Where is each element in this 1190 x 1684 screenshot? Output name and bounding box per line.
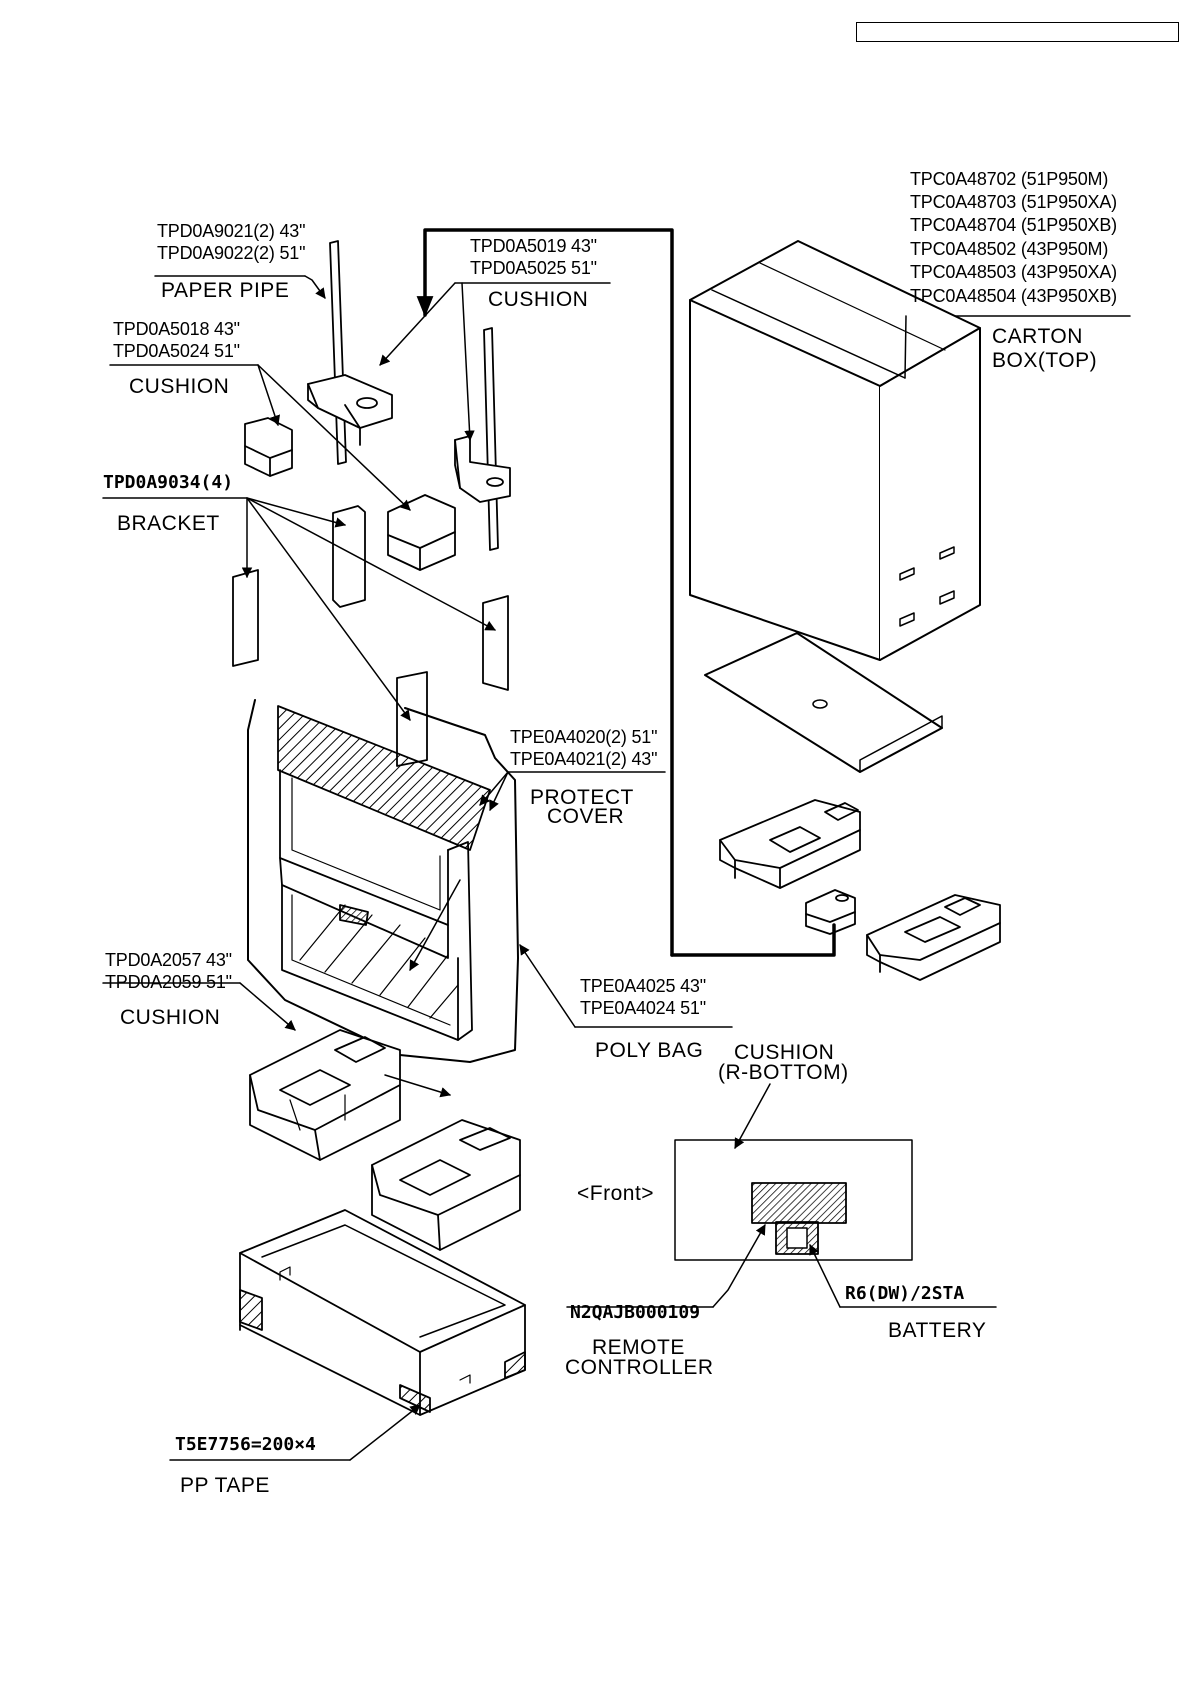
battery-name: BATTERY: [888, 1319, 987, 1342]
cushion-bottom-part-1: TPD0A2057 43": [105, 950, 232, 970]
paper-pipe-part-1: TPD0A9021(2) 43": [157, 221, 306, 241]
cushion-tr-part-1: TPD0A5019 43": [470, 236, 597, 256]
carton-part-6: TPC0A48504 (43P950XB): [910, 286, 1117, 306]
carton-box: [689, 240, 981, 661]
cushion-tr-name: CUSHION: [488, 288, 589, 311]
protect-cover-name-2: COVER: [547, 805, 625, 828]
leader-lines: [239, 275, 907, 1461]
cushion-r-bottom-name-1: CUSHION: [734, 1041, 835, 1064]
cushion-tl-part-1: TPD0A5018 43": [113, 319, 240, 339]
carton-part-1: TPC0A48702 (51P950M): [910, 169, 1109, 189]
bracket-name: BRACKET: [117, 512, 220, 535]
bottom-cushion-1: [249, 1029, 401, 1161]
poly-bag-part-2: TPE0A4024 51": [580, 998, 706, 1018]
label-underlines: [102, 275, 1131, 1461]
corner-cushion-left: [244, 417, 293, 477]
header-box: [856, 22, 1179, 42]
top-pad: [704, 632, 943, 773]
cushion-tl-name: CUSHION: [129, 375, 230, 398]
protect-cover-name-1: PROTECT: [530, 786, 634, 809]
remote-part: N2QAJB000109: [570, 1302, 701, 1323]
carton-part-4: TPC0A48502 (43P950M): [910, 239, 1109, 259]
accessory-inset: [674, 1139, 913, 1261]
carton-name-line2: BOX(TOP): [992, 349, 1098, 372]
protect-cover-part-1: TPE0A4020(2) 51": [510, 727, 658, 747]
tv-set: [277, 705, 491, 1041]
connector-line: [416, 228, 674, 957]
cushion-tl-part-2: TPD0A5024 51": [113, 341, 240, 361]
poly-bag-part-1: TPE0A4025 43": [580, 976, 706, 996]
carton-part-5: TPC0A48503 (43P950XA): [910, 262, 1117, 282]
top-cushion-left-pipe: [307, 374, 393, 446]
paper-pipe-part-2: TPD0A9022(2) 51": [157, 243, 306, 263]
corner-cushion-right: [387, 494, 456, 571]
pp-tape-name: PP TAPE: [180, 1474, 270, 1497]
carton-hand-holes: [899, 546, 955, 627]
right-cushion-2: [805, 889, 856, 935]
remote-name-2: CONTROLLER: [565, 1356, 714, 1379]
right-cushion-1: [719, 799, 861, 889]
cushion-bottom-name: CUSHION: [120, 1006, 221, 1029]
carton-name-line1: CARTON: [992, 325, 1083, 348]
cushion-tr-part-2: TPD0A5025 51": [470, 258, 597, 278]
remote-name-1: REMOTE: [592, 1336, 685, 1359]
carton-part-2: TPC0A48703 (51P950XA): [910, 192, 1117, 212]
poly-bag: [247, 699, 519, 1063]
cushion-r-bottom-name-2: (R-BOTTOM): [718, 1061, 849, 1084]
protect-cover-part-2: TPE0A4021(2) 43": [510, 749, 658, 769]
battery-part: R6(DW)/2STA: [845, 1283, 965, 1304]
paper-pipe-name: PAPER PIPE: [161, 279, 290, 302]
top-cushion-right-pipe: [454, 435, 511, 503]
pp-tape-part: T5E7756=200×4: [175, 1434, 316, 1455]
brackets: [232, 505, 509, 767]
poly-bag-name: POLY BAG: [595, 1039, 704, 1062]
right-cushion-3: [866, 894, 1001, 981]
carton-part-3: TPC0A48704 (51P950XB): [910, 215, 1117, 235]
bottom-tray: [239, 1209, 526, 1416]
bracket-part: TPD0A9034(4): [103, 472, 234, 493]
front-label: <Front>: [577, 1182, 655, 1205]
bottom-cushion-2: [371, 1119, 521, 1251]
cushion-bottom-part-2: TPD0A2059 51": [105, 972, 232, 992]
